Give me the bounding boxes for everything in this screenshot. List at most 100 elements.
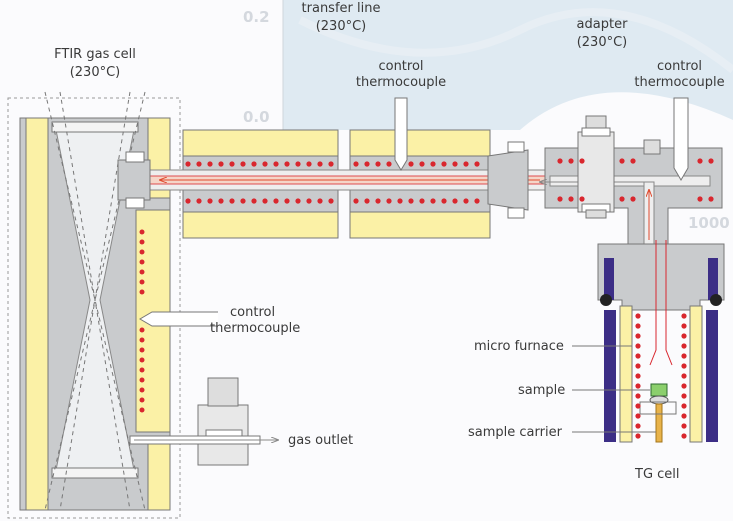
heater-coil-dot xyxy=(463,198,469,204)
heater-coil-dot xyxy=(273,161,279,167)
heater-coil-dot xyxy=(306,198,312,204)
heater-coil-dot xyxy=(375,161,381,167)
label-transfer-line-thermocouple-1: control xyxy=(378,59,424,74)
heater-coil-dot xyxy=(262,198,268,204)
heater-coil-dot xyxy=(579,196,585,202)
label-transfer-temp: (230°C) xyxy=(315,19,367,34)
heater-coil-dot xyxy=(196,161,202,167)
heater-coil-dot xyxy=(240,161,246,167)
heater-coil-dot xyxy=(635,323,641,329)
heater-coil-dot xyxy=(635,353,641,359)
heater-coil-dot xyxy=(284,198,290,204)
heater-coil-dot xyxy=(681,333,687,339)
heater-coil-dot xyxy=(386,161,392,167)
label-sample-carrier: sample carrier xyxy=(468,425,562,440)
heater-coil-dot xyxy=(430,161,436,167)
heater-coil-dot xyxy=(430,198,436,204)
heater-coil-dot xyxy=(579,158,585,164)
heater-coil-dot xyxy=(635,413,641,419)
heater-coil-dot xyxy=(408,161,414,167)
heater-coil-dot xyxy=(419,161,425,167)
heater-coil-dot xyxy=(681,363,687,369)
heater-coil-dot xyxy=(295,161,301,167)
heater-coil-dot xyxy=(635,363,641,369)
heater-coil-dot xyxy=(207,198,213,204)
heater-coil-dot xyxy=(295,198,301,204)
label-adapter-thermocouple-2: thermocouple xyxy=(634,75,725,90)
background-tick: 0.0 xyxy=(243,108,270,126)
label-transfer-line: transfer line xyxy=(301,1,381,16)
label-adapter-thermocouple-1: control xyxy=(656,59,703,74)
heater-coil-dot xyxy=(317,161,323,167)
heater-coil-dot xyxy=(196,198,202,204)
heater-coil-dot xyxy=(408,198,414,204)
gas-outlet xyxy=(129,377,278,466)
heater-coil-dot xyxy=(630,196,636,202)
transfer-line xyxy=(117,129,551,239)
heater-coil-dot xyxy=(229,198,235,204)
heater-coil-dot xyxy=(697,158,703,164)
heater-coil-dot xyxy=(185,198,191,204)
heater-coil-dot xyxy=(353,198,359,204)
label-tg-cell: TG cell xyxy=(635,467,680,482)
heater-coil-dot xyxy=(635,343,641,349)
adapter-heater xyxy=(557,158,714,202)
heater-coil-dot xyxy=(353,161,359,167)
heater-coil-dot xyxy=(681,373,687,379)
heater-coil-dot xyxy=(375,198,381,204)
heater-coil-dot xyxy=(284,161,290,167)
heater-coil-dot xyxy=(681,413,687,419)
heater-coil-dot xyxy=(474,198,480,204)
heater-coil-dot xyxy=(708,158,714,164)
heater-coil-dot xyxy=(635,393,641,399)
heater-coil-dot xyxy=(681,403,687,409)
heater-coil-dot xyxy=(681,343,687,349)
transfer-line-heater xyxy=(185,161,480,204)
heater-coil-dot xyxy=(306,161,312,167)
label-adapter: adapter xyxy=(576,17,628,32)
heater-coil-dot xyxy=(681,393,687,399)
heater-coil-dot xyxy=(681,423,687,429)
heater-coil-dot xyxy=(635,383,641,389)
tg-cell xyxy=(597,240,725,443)
heater-coil-dot xyxy=(635,403,641,409)
heater-coil-dot xyxy=(681,353,687,359)
background-tick: 1000 xyxy=(688,214,730,232)
heater-coil-dot xyxy=(463,161,469,167)
heater-coil-dot xyxy=(681,313,687,319)
tg-cell-heater xyxy=(635,313,687,439)
heater-coil-dot xyxy=(452,161,458,167)
label-sample: sample xyxy=(518,383,566,398)
cell-heater-coil xyxy=(139,229,145,413)
heater-coil-dot xyxy=(635,373,641,379)
heater-coil-dot xyxy=(328,161,334,167)
heater-coil-dot xyxy=(619,196,625,202)
heater-coil-dot xyxy=(452,198,458,204)
heater-coil-dot xyxy=(185,161,191,167)
heater-coil-dot xyxy=(708,196,714,202)
heater-coil-dot xyxy=(630,158,636,164)
heater-coil-dot xyxy=(568,196,574,202)
heater-coil-dot xyxy=(397,198,403,204)
heater-coil-dot xyxy=(619,158,625,164)
heater-coil-dot xyxy=(317,198,323,204)
heater-coil-dot xyxy=(635,313,641,319)
label-gas-outlet: gas outlet xyxy=(288,433,354,448)
heater-coil-dot xyxy=(681,383,687,389)
label-cell-thermocouple-1: control xyxy=(230,305,276,320)
heater-coil-dot xyxy=(251,198,257,204)
heater-coil-dot xyxy=(635,433,641,439)
heater-coil-dot xyxy=(635,333,641,339)
heater-coil-dot xyxy=(273,198,279,204)
label-transfer-line-thermocouple-2: thermocouple xyxy=(355,75,447,90)
heater-coil-dot xyxy=(681,323,687,329)
heater-coil-dot xyxy=(251,161,257,167)
ftir-gas-cell xyxy=(7,91,218,519)
heater-coil-dot xyxy=(681,433,687,439)
transfer-line-thermocouple xyxy=(394,97,408,171)
heater-coil-dot xyxy=(386,198,392,204)
background-tick: 0.2 xyxy=(243,8,270,26)
label-adapter-temp: (230°C) xyxy=(576,35,628,50)
heater-coil-dot xyxy=(568,158,574,164)
